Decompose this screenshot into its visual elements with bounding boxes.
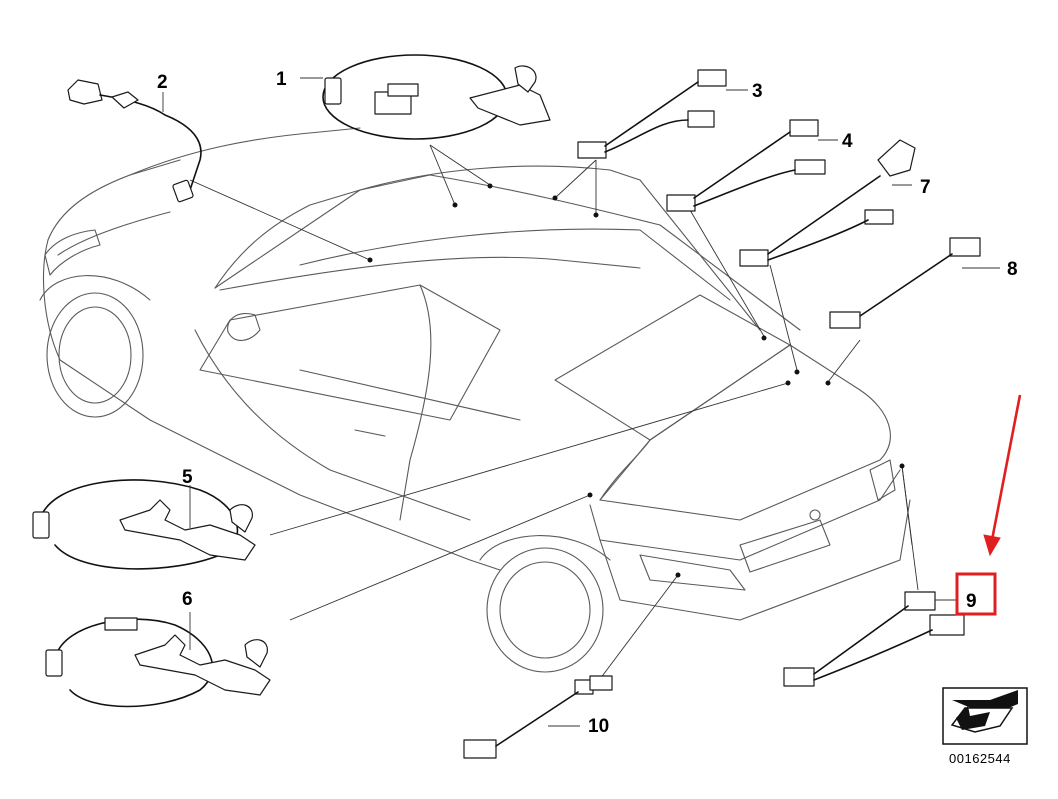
callout-7: 7 bbox=[920, 177, 931, 198]
connection-dot bbox=[825, 380, 831, 386]
part-7-cable bbox=[739, 139, 916, 267]
callout-4: 4 bbox=[842, 131, 853, 152]
part-2-sensor-cable bbox=[67, 79, 202, 203]
connection-points bbox=[367, 183, 905, 578]
callout-6: 6 bbox=[182, 589, 193, 610]
car-body-outline bbox=[39, 127, 911, 673]
connection-dot bbox=[794, 369, 800, 375]
diagram-code: 00162544 bbox=[949, 751, 1011, 766]
part-9-cable bbox=[783, 591, 965, 687]
part-4-cable bbox=[666, 119, 838, 212]
callout-5: 5 bbox=[182, 467, 193, 488]
connection-dot bbox=[487, 183, 493, 189]
highlight-callout-9 bbox=[955, 394, 1022, 616]
part-8-cable bbox=[829, 237, 1000, 329]
callout-3: 3 bbox=[752, 81, 763, 102]
connection-dot bbox=[587, 492, 593, 498]
connection-dot bbox=[452, 202, 458, 208]
connection-dot bbox=[761, 335, 767, 341]
direction-arrow-icon bbox=[942, 687, 1028, 745]
part-1-cable-loop bbox=[300, 54, 551, 140]
callout-10: 10 bbox=[588, 716, 609, 737]
connection-dot bbox=[675, 572, 681, 578]
callout-2: 2 bbox=[157, 72, 168, 93]
highlight-box bbox=[955, 572, 997, 616]
highlight-arrow-head bbox=[983, 534, 1001, 557]
connection-dot bbox=[899, 463, 905, 469]
part-6-cable-hinge bbox=[45, 612, 271, 708]
callout-1: 1 bbox=[276, 69, 287, 90]
part-10-cable bbox=[463, 675, 613, 759]
callout-9: 9 bbox=[966, 591, 977, 612]
connection-dot bbox=[552, 195, 558, 201]
callouts: 1 2 3 4 5 6 7 8 9 10 bbox=[157, 69, 1018, 737]
leader-lines bbox=[189, 144, 919, 684]
highlight-arrow-shaft bbox=[990, 394, 1022, 541]
connection-dot bbox=[593, 212, 599, 218]
connection-dot bbox=[785, 380, 791, 386]
connection-dot bbox=[367, 257, 373, 263]
callout-8: 8 bbox=[1007, 259, 1018, 280]
part-5-cable-hinge bbox=[32, 479, 256, 570]
part-3-cable bbox=[577, 69, 748, 159]
